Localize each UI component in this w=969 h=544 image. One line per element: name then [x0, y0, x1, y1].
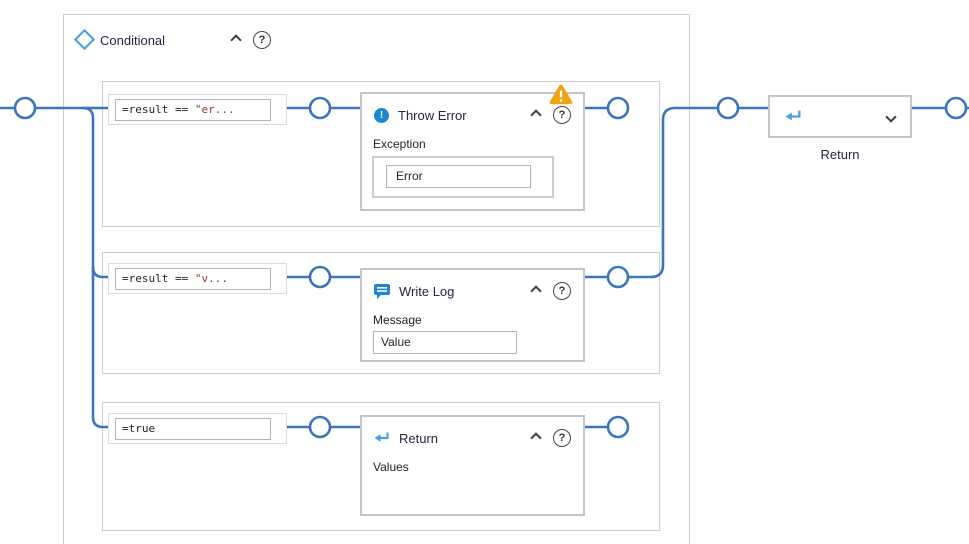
- branch-container-2[interactable]: [102, 252, 660, 374]
- condition-string: "er...: [194, 103, 235, 116]
- return-node-label: Return: [820, 147, 860, 162]
- field-label: Exception: [373, 137, 426, 151]
- warning-icon[interactable]: [549, 84, 573, 105]
- conditional-activity-container[interactable]: [63, 14, 690, 544]
- field-label: Values: [373, 460, 409, 474]
- activity-card-write-log[interactable]: Write Log ? Message Value: [360, 268, 585, 362]
- condition-string: "v...: [194, 272, 228, 285]
- condition-text: =true: [122, 422, 156, 435]
- connector-node-b1-mid[interactable]: [308, 96, 332, 120]
- help-icon[interactable]: ?: [553, 429, 571, 447]
- connector-node-b1-end[interactable]: [606, 96, 630, 120]
- activity-title: Throw Error: [398, 107, 467, 123]
- collapse-caret-icon[interactable]: [530, 432, 542, 444]
- message-input[interactable]: Value: [373, 331, 517, 354]
- flow-line-b2-merge-out: [585, 106, 768, 279]
- throw-error-icon: !: [374, 107, 389, 123]
- condition-box-1: =result == "er...: [108, 94, 287, 125]
- branch-container-3[interactable]: [102, 402, 660, 531]
- connector-node-b2-mid[interactable]: [308, 265, 332, 289]
- connector-node-final[interactable]: [944, 96, 968, 120]
- return-arrow-icon: [785, 110, 801, 121]
- activity-title: Return: [399, 430, 439, 446]
- return-arrow-icon: [374, 432, 389, 442]
- connector-node-b3-mid[interactable]: [308, 415, 332, 439]
- condition-box-3: =true: [108, 413, 287, 444]
- condition-text: =result ==: [122, 272, 195, 285]
- flow-line-trunk: [82, 106, 110, 429]
- activity-card-throw-error[interactable]: ! Throw Error ? Exception Error: [360, 92, 585, 211]
- collapse-caret-icon[interactable]: [530, 109, 542, 121]
- activity-title: Write Log: [399, 283, 455, 299]
- collapse-caret-icon[interactable]: [530, 285, 542, 297]
- connector-node-b3-end[interactable]: [606, 415, 630, 439]
- conditional-title: Conditional: [100, 33, 166, 48]
- field-label: Message: [373, 313, 422, 327]
- condition-input-1[interactable]: =result == "er...: [115, 99, 271, 121]
- branch-container-1[interactable]: [102, 81, 660, 227]
- write-log-icon: [374, 283, 390, 299]
- exception-input[interactable]: Error: [386, 165, 531, 188]
- connector-node-pre-return[interactable]: [716, 96, 740, 120]
- condition-input-2[interactable]: =result == "v...: [115, 268, 271, 290]
- condition-input-3[interactable]: =true: [115, 418, 271, 440]
- activity-card-return[interactable]: Return ? Values: [360, 415, 585, 516]
- flow-line-branch2-tee: [91, 266, 110, 279]
- help-icon[interactable]: ?: [553, 282, 571, 300]
- help-icon[interactable]: ?: [553, 106, 571, 124]
- connector-node-b2-end[interactable]: [606, 265, 630, 289]
- expression-field-container: Error: [372, 156, 554, 198]
- connector-node-start[interactable]: [13, 96, 37, 120]
- expand-chevron-icon[interactable]: [885, 110, 897, 123]
- help-icon[interactable]: ?: [253, 31, 271, 49]
- condition-text: =result ==: [122, 103, 195, 116]
- return-node-collapsed[interactable]: [768, 95, 912, 138]
- condition-box-2: =result == "v...: [108, 263, 287, 294]
